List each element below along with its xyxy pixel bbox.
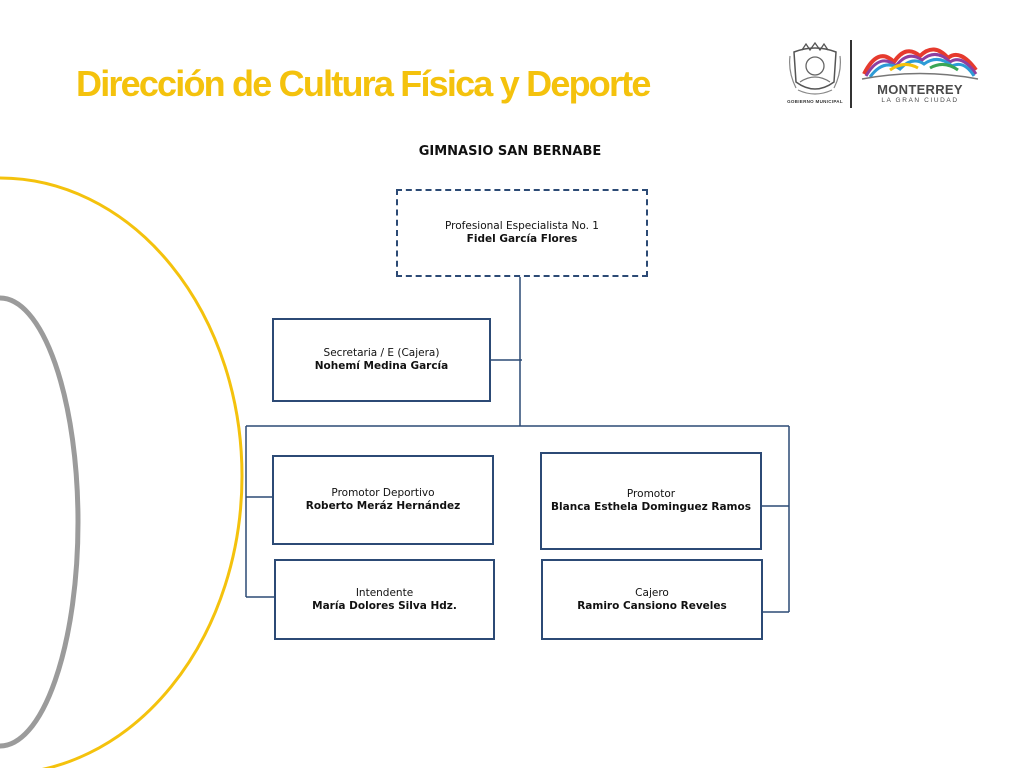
org-box-cajero: Cajero Ramiro Cansiono Reveles: [541, 559, 763, 640]
seal-caption: GOBIERNO MUNICIPAL: [787, 99, 843, 104]
org-box-secretaria: Secretaria / E (Cajera) Nohemí Medina Ga…: [272, 318, 491, 402]
org-chart-title: GIMNASIO SAN BERNABE: [418, 144, 602, 159]
logo-area: GOBIERNO MUNICIPAL MONTERREY LA GRAN CIU…: [784, 38, 984, 110]
org-box-promotor-deportivo: Promotor Deportivo Roberto Meráz Hernánd…: [272, 455, 494, 545]
org-name: Ramiro Cansiono Reveles: [577, 599, 727, 612]
org-box-promotor: Promotor Blanca Esthela Dominguez Ramos: [540, 452, 762, 550]
org-name: Nohemí Medina García: [314, 360, 449, 372]
org-name: Blanca Esthela Dominguez Ramos: [551, 501, 751, 513]
org-name: Fidel García Flores: [466, 233, 578, 245]
page-title: Dirección de Cultura Física y Deporte: [76, 63, 651, 104]
municipal-seal-icon: [789, 42, 841, 95]
monterrey-mountains-icon: [861, 47, 979, 80]
org-role: Cajero: [635, 586, 669, 599]
org-role: Intendente: [355, 586, 414, 599]
gray-arc: [0, 295, 81, 749]
org-role: Promotor Deportivo: [331, 487, 435, 499]
org-name: Roberto Meráz Hernández: [305, 500, 461, 512]
city-tagline: LA GRAN CIUDAD: [881, 97, 959, 104]
org-name: María Dolores Silva Hdz.: [312, 599, 457, 612]
org-role: Secretaria / E (Cajera): [323, 347, 440, 359]
yellow-arc: [0, 176, 244, 768]
org-box-head: Profesional Especialista No. 1 Fidel Gar…: [396, 189, 648, 277]
org-role: Profesional Especialista No. 1: [445, 220, 599, 232]
city-name: MONTERREY: [877, 82, 963, 97]
org-box-intendente: Intendente María Dolores Silva Hdz.: [274, 559, 495, 640]
logo-divider: [850, 40, 852, 108]
org-role: Promotor: [626, 488, 676, 500]
